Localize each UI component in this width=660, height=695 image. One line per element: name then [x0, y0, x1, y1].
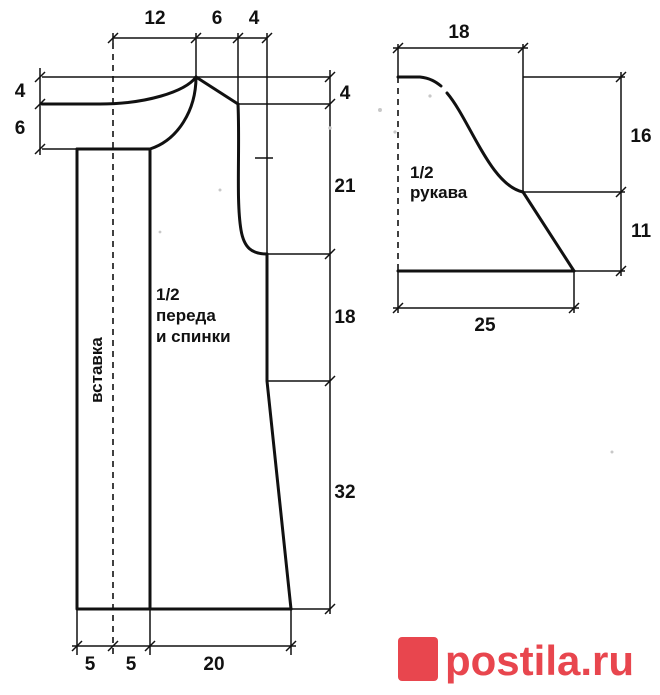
noise-dot	[378, 108, 382, 112]
noise-dot	[158, 230, 162, 234]
sleeve-dim-top-width: 18	[448, 22, 469, 43]
side-seam	[265, 252, 293, 611]
armhole-curve	[236, 102, 269, 256]
dim-bottom-width-1: 5	[85, 654, 96, 675]
tick	[190, 32, 202, 44]
dim-right-height-2: 21	[334, 176, 356, 197]
sleeve-label-fraction: 1/2	[410, 163, 434, 182]
dim-right-height-3: 18	[334, 307, 355, 328]
body-label-back: и спинки	[156, 327, 231, 346]
tick	[144, 640, 156, 652]
noise-dot	[218, 188, 222, 192]
dim-right-height-4: 32	[334, 482, 355, 503]
tick	[324, 375, 336, 387]
dim-top-width-3: 4	[249, 8, 260, 29]
dim-bottom-width-3: 20	[203, 654, 224, 675]
sleeve-dim-cap-height: 16	[630, 126, 651, 147]
sleeve-label-name: рукава	[410, 183, 468, 202]
watermark: postila.ru	[398, 637, 634, 684]
noise-dot	[428, 94, 432, 98]
tick	[392, 302, 404, 314]
sleeve-dim-lower-height: 11	[631, 221, 652, 242]
tick	[615, 186, 627, 198]
tick	[324, 98, 336, 110]
dim-top-width-2: 6	[212, 8, 223, 29]
tick	[34, 143, 46, 155]
tick	[517, 42, 529, 54]
tick	[107, 640, 119, 652]
tick	[285, 640, 297, 652]
insert-label: вставка	[87, 337, 106, 403]
tick	[324, 603, 336, 615]
sleeve-cap-top	[396, 75, 443, 88]
tick	[34, 98, 46, 110]
shoulder-line	[194, 75, 240, 106]
scan-noise	[158, 94, 614, 454]
tick	[71, 640, 83, 652]
dim-right-height-1: 4	[340, 83, 351, 104]
watermark-text: postila.ru	[445, 637, 634, 684]
sleeve-cap-curve	[445, 91, 525, 194]
tick	[392, 42, 404, 54]
dim-left-height-2: 6	[15, 118, 26, 139]
tick	[615, 265, 627, 277]
noise-dot	[328, 126, 332, 130]
sleeve-piece: 18 16 11 25 1/2 рукава	[392, 22, 652, 336]
dim-bottom-width-2: 5	[126, 654, 137, 675]
sleeve-underarm-seam	[521, 190, 576, 273]
neckline-curve	[75, 75, 198, 151]
tick	[615, 71, 627, 83]
tick	[232, 32, 244, 44]
sleeve-dim-bottom-width: 25	[474, 315, 496, 336]
tick	[568, 302, 580, 314]
tick	[261, 32, 273, 44]
noise-dot	[610, 450, 614, 454]
body-label-fraction: 1/2	[156, 285, 180, 304]
body-label-front: переда	[156, 306, 216, 325]
tick	[34, 71, 46, 83]
dim-left-height-1: 4	[15, 81, 26, 102]
tick	[107, 32, 119, 44]
dim-top-width-1: 12	[144, 8, 165, 29]
watermark-logo-box	[398, 637, 438, 681]
tick	[324, 248, 336, 260]
noise-dot	[393, 130, 397, 134]
tick	[324, 71, 336, 83]
front-neck-curve	[40, 75, 198, 106]
body-piece: 12 6 4 4 6 4 21 18 32 5 5 20 1/2 переда …	[15, 8, 356, 675]
